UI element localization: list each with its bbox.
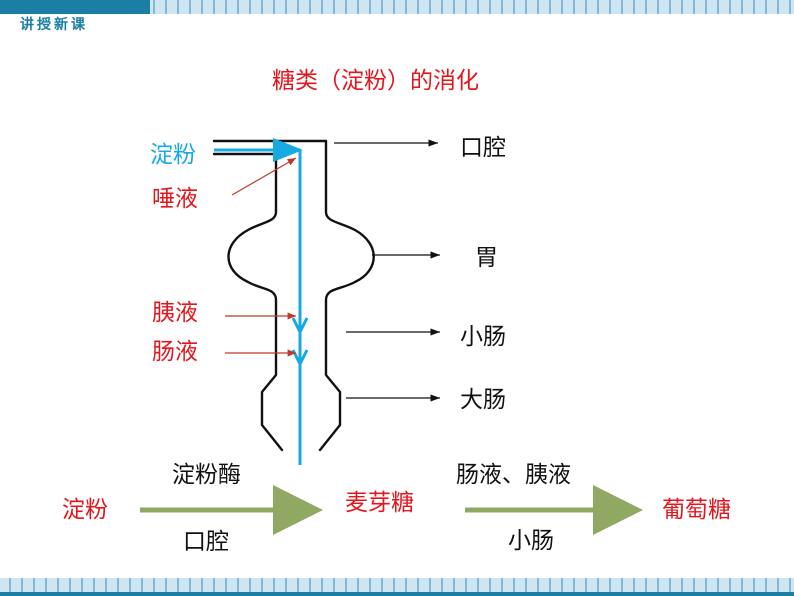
label-step2-location: 小肠 xyxy=(508,528,554,554)
label-step2-catalyst: 肠液、胰液 xyxy=(456,462,571,488)
label-pancreatic-juice: 胰液 xyxy=(152,300,198,326)
label-small-intestine: 小肠 xyxy=(460,324,506,350)
label-step1-catalyst: 淀粉酶 xyxy=(172,462,241,488)
footer-bar xyxy=(0,578,794,596)
label-product: 葡萄糖 xyxy=(662,497,731,523)
tract-inner-wall xyxy=(212,152,284,452)
label-saliva: 唾液 xyxy=(152,186,198,212)
organ-pointers xyxy=(334,139,440,402)
label-mouth: 口腔 xyxy=(460,135,506,161)
secretion-pointers xyxy=(225,157,297,357)
page-title: 糖类（淀粉）的消化 xyxy=(272,68,479,94)
pointer-saliva xyxy=(231,157,297,196)
label-large-intestine: 大肠 xyxy=(460,387,506,413)
label-step1-location: 口腔 xyxy=(183,529,229,555)
tract-outline xyxy=(212,139,375,452)
label-starch-input: 淀粉 xyxy=(150,142,196,168)
label-intestinal-juice: 肠液 xyxy=(152,339,198,365)
label-stomach: 胃 xyxy=(475,245,498,271)
food-path-arrow xyxy=(291,317,309,336)
section-label: 讲授新课 xyxy=(20,17,88,33)
label-intermediate: 麦芽糖 xyxy=(345,490,414,516)
label-reactant: 淀粉 xyxy=(62,497,108,523)
header-bar xyxy=(0,0,794,14)
tract-outer-wall xyxy=(212,139,375,452)
food-path xyxy=(214,138,309,465)
